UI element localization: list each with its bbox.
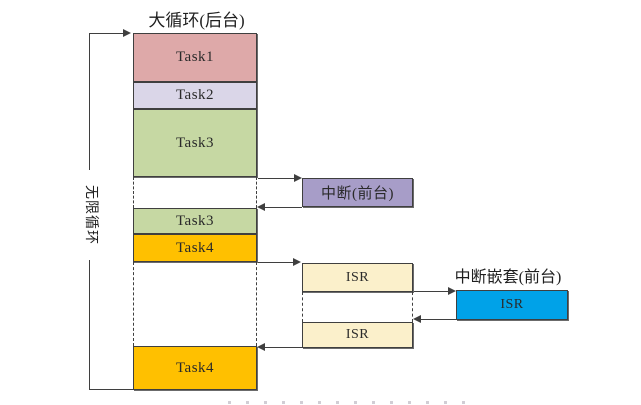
isr-first-box: ISR	[302, 263, 413, 292]
isr-return-to-task4-line	[265, 347, 302, 348]
task3-to-interrupt-line	[258, 178, 295, 179]
task4-to-isr-arrowhead-icon	[293, 258, 301, 266]
interrupt-return-line	[265, 207, 302, 208]
task1-block: Task1	[133, 33, 257, 82]
nested-isr-box: ISR	[456, 290, 568, 320]
task4-resume-block: Task4	[133, 346, 257, 390]
isr-suspension-gap	[133, 262, 257, 346]
isr-second-box: ISR	[302, 322, 413, 348]
interrupt-return-arrowhead-icon	[257, 203, 265, 211]
clipped-caption-fragment	[228, 401, 473, 404]
loop-top-arrowhead-icon	[123, 29, 131, 37]
interrupt-foreground-box: 中断(前台)	[302, 178, 413, 207]
background-loop-title: 大循环(后台)	[148, 11, 245, 30]
isr-to-nested-isr-line	[414, 291, 449, 292]
isr-to-nested-isr-arrowhead-icon	[448, 287, 456, 295]
task4-to-isr-line	[258, 262, 294, 263]
infinite-loop-label: 无限循环	[81, 170, 99, 260]
loop-bottom-line	[89, 389, 134, 390]
nested-isr-return-line	[421, 319, 456, 320]
isr-nesting-gap	[302, 292, 413, 322]
task3-block: Task3	[133, 109, 257, 177]
task3-to-interrupt-arrowhead-icon	[294, 174, 302, 182]
task2-block: Task2	[133, 82, 257, 109]
loop-top-line	[90, 33, 124, 34]
task3-resume-block: Task3	[133, 208, 257, 234]
isr-return-to-task4-arrowhead-icon	[257, 343, 265, 351]
interrupt-suspension-gap	[133, 177, 257, 208]
task4-block: Task4	[133, 234, 257, 262]
nested-isr-return-arrowhead-icon	[413, 315, 421, 323]
nested-interrupt-title: 中断嵌套(前台)	[454, 269, 562, 286]
